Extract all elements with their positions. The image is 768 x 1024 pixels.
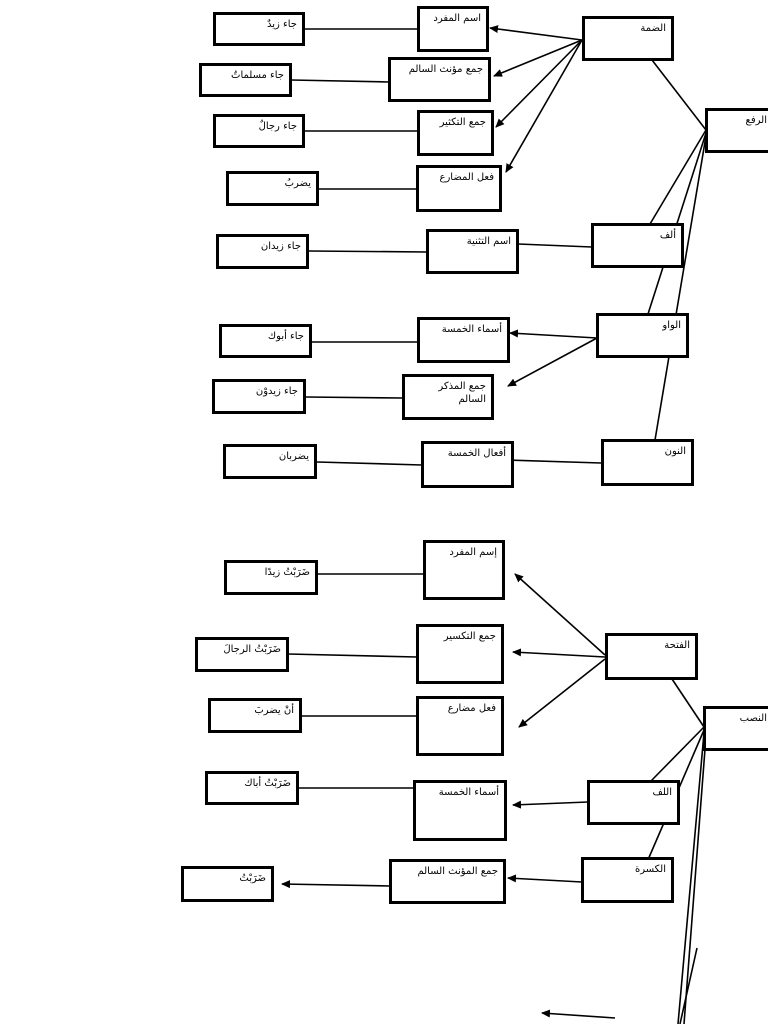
edge-ex-jaa-muslimat [290,79,390,83]
edge-raf-nun [654,135,707,441]
node-kasra: الكسرة [581,857,674,903]
example-an-yadrib: أنْ يضربَ [208,698,302,733]
node-n-jam-muannath: جمع المؤنث السالم [389,859,506,904]
node-ism-tathniya: اسم التثنية [426,229,519,274]
edge-fatha-fil-mudari [518,658,606,728]
example-jaa-zaidun: جاء زيدوْن [212,379,306,414]
edge-ex-darabtu [281,880,391,889]
example-darabtu-zaidan: ضَرَبْتُ زيدًا [224,560,318,595]
node-damma: الضمة [582,16,674,61]
node-jam-muannath: جمع مؤنث السالم [388,57,491,102]
node-alif-raf: ألف [591,223,684,268]
node-alif-nasb: اللف [587,780,680,825]
edge-damma-jam-taksir [495,39,583,128]
edge-fatha-jam-taksir [512,648,606,658]
edge-nasb-alif [650,726,705,782]
edge-alif-ism-tathniya [517,243,593,248]
example-jaa-zaid: جاء زيدٌ [213,12,305,46]
edge-ex-jaa-zaidun [305,396,404,399]
edge-fatha-ism-mufrad [514,573,606,656]
node-asma-khamsa: أسماء الخمسة [417,317,510,363]
node-nun: النون [601,439,694,486]
node-n-jam-taksir: جمع التكسير [416,624,504,684]
example-jaa-zaidan: جاء زيدان [216,234,309,269]
edge-bottom-arrow [541,1009,616,1019]
example-darabtu-abak: ضَرَبْتُ أباك [205,771,299,805]
example-jaa-rijal: جاء رجالٌ [213,114,305,148]
node-ism-mufrad: اسم المفرد [417,6,489,52]
edge-nasb-line-2 [683,735,707,1024]
edge-nasb-fatha [671,678,705,728]
edge-alif-asma-khamsa [512,800,589,809]
example-jaa-abuk: جاء أبوك [219,324,312,358]
edge-raf-alif [649,129,707,225]
node-fil-mudari: فعل المضارع [416,165,502,212]
edge-damma-fil-mudari [505,39,583,173]
edge-ex-darabtu-rijal [287,653,418,658]
edge-ex-jaa-zaidan [308,250,428,253]
edge-waw-jam-mudhakkar [507,337,598,387]
example-darabtu-rijal: ضَرَبْتُ الرجالَ [195,637,289,672]
edge-damma-jam-muannath [493,39,583,77]
node-raf: الرفع [705,108,768,153]
example-jaa-muslimat: جاء مسلماتٌ [199,63,292,97]
node-waw: الواو [596,313,689,358]
edge-nasb-line-1 [677,732,705,1024]
edge-waw-asma-khamsa [509,329,598,339]
node-n-ism-mufrad: إسم المفرد [423,540,505,600]
edge-nasb-line-3 [679,947,698,1024]
edge-nun-afal-khamsa [504,456,602,465]
example-yadrib: يضربُ [226,171,319,206]
edge-ex-yadriban [316,461,423,466]
node-n-asma-khamsa: أسماء الخمسة [413,780,507,841]
example-yadriban: يضربان [223,444,317,479]
node-jam-mudhakkar: جمع المذكر السالم [402,374,494,420]
node-afal-khamsa: أفعال الخمسة [421,441,514,488]
example-darabtu: ضَرَبْتُ [181,866,274,902]
edge-damma-ism-mufrad [489,25,583,41]
edge-raf-damma [651,59,707,131]
node-fatha: الفتحة [605,633,698,680]
node-n-fil-mudari: فعل مضارع [416,696,504,756]
node-jam-taksir: جمع التكثير [417,110,494,156]
edge-kasra-jam-muannath [507,874,583,883]
node-nasb: النصب [703,706,768,751]
